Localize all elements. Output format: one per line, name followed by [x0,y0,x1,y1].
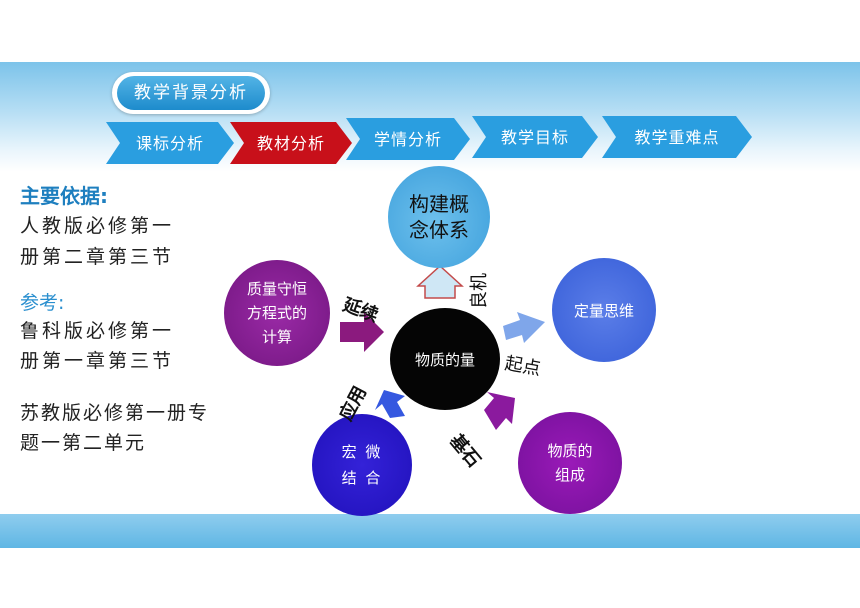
center-label: 物质的量 [414,350,475,369]
tab-arrow-shape [230,122,352,164]
reference-line-2: 册第一章第三节 [20,350,175,372]
tab-textbook-analysis[interactable]: 教材分析 [230,122,352,164]
circle-quantitative-thinking: 定量思维 [552,258,656,362]
section-title: 教学背景分析 [117,76,265,110]
reference-heading: 参考: [20,292,65,314]
tab-label: 学情分析 [373,130,442,149]
arrow-left-in [340,312,384,352]
tab-arrow-shape [602,116,752,158]
tab-teaching-goals[interactable]: 教学目标 [472,116,598,158]
composition-line-2: 组成 [554,466,585,484]
extra-line-1: 苏教版必修第一册专 [20,402,210,424]
circle-concept-system: 构建概 念体系 [388,166,490,268]
relation-top: 良机 [469,273,490,309]
circle-macro-micro: 宏 微 结 合 [312,414,412,516]
circle-substance-composition: 物质的 组成 [518,412,622,514]
main-basis-heading: 主要依据: [20,184,108,208]
arrow-bottom-right [484,392,515,430]
macro-line-2: 结 合 [341,469,383,487]
arrow-up [416,264,464,299]
tab-arrow-shape [346,118,470,160]
circle-mass-conservation: 质量守恒 方程式的 计算 [224,260,330,366]
tab-label: 课标分析 [135,134,204,153]
composition-line-1: 物质的 [547,442,593,460]
circle-amount-of-substance: 物质的量 [390,308,500,410]
section-title-pill: 教学背景分析 [112,72,270,114]
main-basis-line-2: 册第二章第三节 [20,246,175,268]
macro-line-1: 宏 微 [341,443,383,461]
concept-line-1: 构建概 [409,192,469,216]
footer-band [0,514,860,548]
tab-arrow-shape [472,116,598,158]
tab-arrow-shape [106,122,234,164]
arrow-right [503,312,545,343]
mass-line-1: 质量守恒 [246,280,307,298]
tab-student-analysis[interactable]: 学情分析 [346,118,470,160]
tab-label: 教学目标 [500,128,569,147]
extra-line-2: 题一第二单元 [20,432,147,454]
arrow-bottom-left [375,390,405,418]
mass-line-2: 方程式的 [246,304,307,322]
main-basis-line-1: 人教版必修第一 [20,215,175,237]
reference-line-1: 鲁科版必修第一 [20,320,175,342]
tab-label: 教材分析 [256,134,325,153]
tab-label: 教学重难点 [634,128,720,147]
tab-curriculum-analysis[interactable]: 课标分析 [106,122,234,164]
quantitative-label: 定量思维 [573,301,634,320]
mass-line-3: 计算 [261,328,292,346]
tab-key-difficulties[interactable]: 教学重难点 [602,116,752,158]
concept-line-2: 念体系 [409,218,469,242]
